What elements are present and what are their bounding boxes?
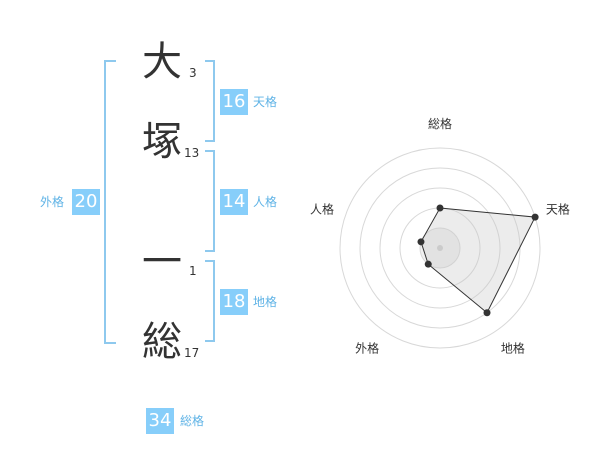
grid-ring-5 xyxy=(339,147,541,349)
jinkaku-value: 14 xyxy=(220,189,248,215)
radar-point-4 xyxy=(417,238,425,246)
axis-label-2: 地格 xyxy=(501,340,525,355)
chikaku-bracket xyxy=(205,260,215,342)
stroke-count-3: 1 xyxy=(189,264,197,278)
char-3: 一 xyxy=(142,239,182,285)
stroke-count-2: 13 xyxy=(184,146,200,160)
grid-ring-3 xyxy=(379,187,501,309)
char-1: 大 xyxy=(142,39,182,85)
tenkaku-bracket xyxy=(205,60,215,142)
center-dot xyxy=(437,245,443,251)
gaikaku-value: 20 xyxy=(72,189,100,215)
radar-point-3 xyxy=(424,260,432,268)
axis-label-0: 総格 xyxy=(428,116,452,131)
tenkaku-label: 天格 xyxy=(253,95,278,109)
stroke-count-4: 17 xyxy=(184,346,200,360)
chikaku-value: 18 xyxy=(220,289,248,315)
radar-point-1 xyxy=(531,213,539,221)
char-4: 総 xyxy=(142,319,182,365)
soukaku-value: 34 xyxy=(146,408,174,434)
radar-point-0 xyxy=(436,204,444,212)
gaikaku-bracket xyxy=(104,60,116,344)
tenkaku-value: 16 xyxy=(220,89,248,115)
gaikaku-label: 外格 xyxy=(40,195,65,209)
stroke-count-1: 3 xyxy=(189,66,197,80)
axis-label-1: 天格 xyxy=(546,202,570,217)
char-2: 塚 xyxy=(142,119,182,165)
radar-point-2 xyxy=(483,309,491,317)
chikaku-label: 地格 xyxy=(253,295,278,309)
jinkaku-label: 人格 xyxy=(253,195,278,209)
axis-label-4: 人格 xyxy=(310,202,334,217)
radar-polygon xyxy=(420,207,536,314)
soukaku-label: 総格 xyxy=(180,414,205,428)
jinkaku-bracket xyxy=(205,150,215,252)
axis-label-3: 外格 xyxy=(355,340,379,355)
